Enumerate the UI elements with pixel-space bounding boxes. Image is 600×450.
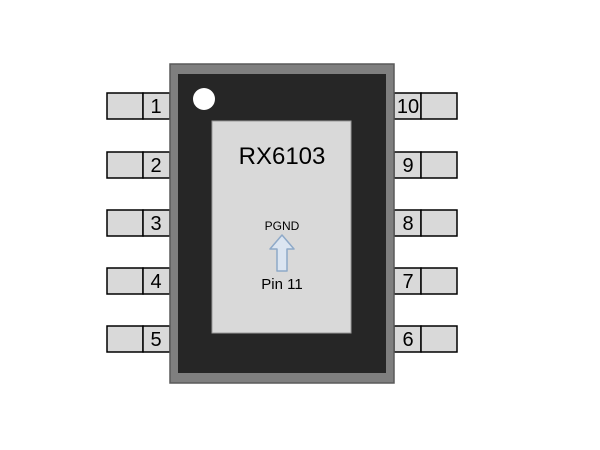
- pin-2: 2: [106, 151, 171, 179]
- pin-number: 6: [402, 329, 413, 351]
- pin-number: 4: [150, 271, 161, 293]
- pin-number: 2: [150, 155, 161, 177]
- pin-number: 1: [150, 96, 161, 118]
- pad-label: PGND: [265, 219, 300, 233]
- pin-number: 10: [397, 96, 419, 118]
- left-pins: 1 2 3 4 5: [106, 92, 171, 353]
- pin-8: 8: [393, 209, 458, 237]
- package-body: RX6103 PGND Pin 11: [169, 63, 395, 384]
- pin-number: 3: [150, 213, 161, 235]
- pin-9: 9: [393, 151, 458, 179]
- right-pins: 10 9 8 7 6: [393, 92, 458, 353]
- pin-6: 6: [393, 325, 458, 353]
- pin-4: 4: [106, 267, 171, 295]
- pin-number: 8: [402, 213, 413, 235]
- pin1-dot-icon: [193, 88, 215, 110]
- pin-number: 5: [150, 329, 161, 351]
- pad-pin-number: Pin 11: [261, 276, 302, 293]
- pin-7: 7: [393, 267, 458, 295]
- up-arrow-icon: [269, 234, 295, 272]
- pin-1: 1: [106, 92, 171, 120]
- pin-3: 3: [106, 209, 171, 237]
- pin-number: 9: [402, 155, 413, 177]
- part-number: RX6103: [239, 143, 326, 170]
- pin-5: 5: [106, 325, 171, 353]
- thermal-pad: [211, 120, 352, 334]
- pin-10: 10: [393, 92, 458, 120]
- pin-number: 7: [402, 271, 413, 293]
